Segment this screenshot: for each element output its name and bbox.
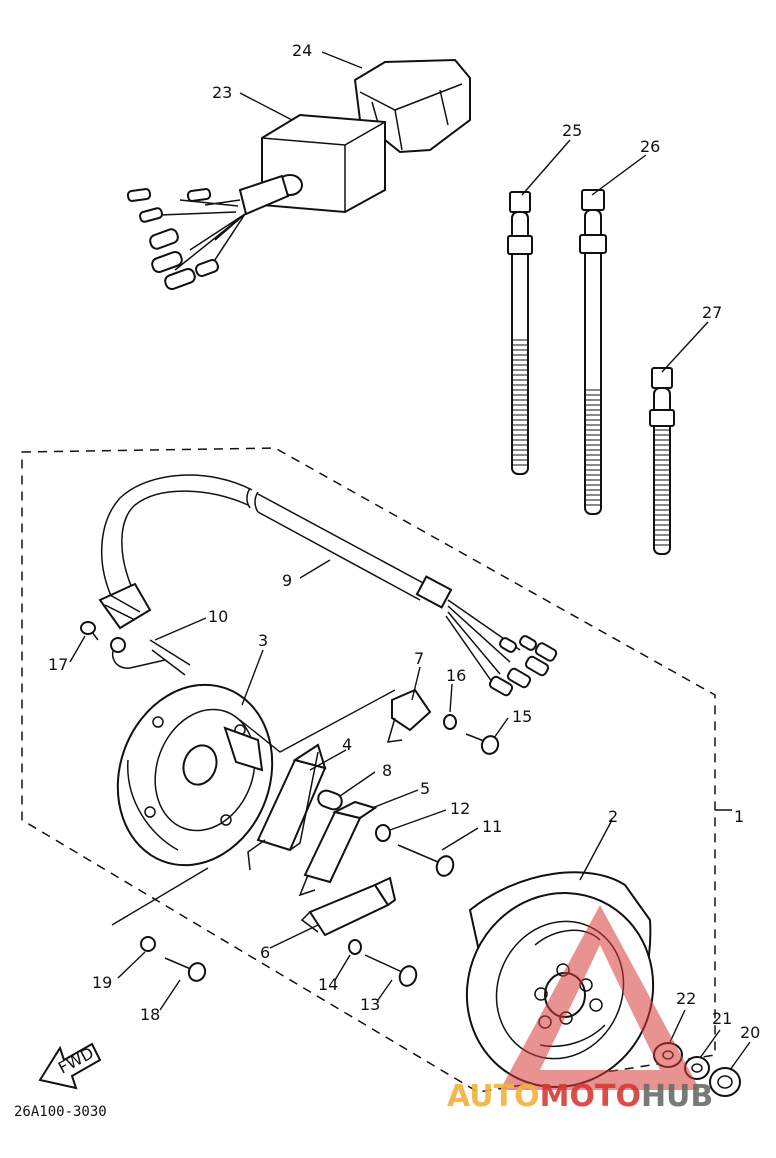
callout-15: 15 (512, 707, 532, 726)
watermark-auto: AUTO (447, 1079, 540, 1114)
callout-8: 8 (382, 761, 392, 780)
part-4-source-coil (247, 743, 327, 871)
part-6-lighting-coil (300, 876, 397, 937)
part-19-washer (140, 936, 156, 952)
part-25-cable-tie (507, 191, 533, 475)
assembly-outline (21, 447, 716, 1093)
part-8-collar (317, 789, 343, 811)
watermark-logo-icon (500, 905, 700, 1090)
callout-25: 25 (562, 121, 582, 140)
part-27-cable-tie (649, 367, 675, 555)
callout-17: 17 (48, 655, 68, 674)
part-5-pickup-coil (298, 800, 378, 897)
callout-1: 1 (734, 807, 744, 826)
callout-16: 16 (446, 666, 466, 685)
callout-27: 27 (702, 303, 722, 322)
part-3-stator-plate (116, 683, 274, 867)
callout-18: 18 (140, 1005, 160, 1024)
part-14-washer (348, 939, 362, 955)
part-26-cable-tie (579, 189, 607, 515)
callout-10: 10 (208, 607, 228, 626)
part-18-screw (164, 957, 207, 982)
part-12-washer (375, 824, 391, 842)
part-9-wire-harness (98, 474, 558, 697)
svg-text:AUTOMOTOHUB: AUTOMOTOHUB (447, 1079, 713, 1114)
watermark-hub: HUB (641, 1079, 713, 1114)
callout-26: 26 (640, 137, 660, 156)
callout-7: 7 (414, 649, 424, 668)
callout-13: 13 (360, 995, 380, 1014)
part-16-washer (443, 714, 457, 730)
watermark-moto: MOTO (540, 1079, 641, 1114)
callout-14: 14 (318, 975, 338, 994)
callout-9: 9 (282, 571, 292, 590)
watermark: AUTOMOTOHUB (447, 905, 713, 1114)
callout-19: 19 (92, 973, 112, 992)
part-11-screw (397, 844, 455, 877)
callout-12: 12 (450, 799, 470, 818)
part-23-cdi-unit (126, 113, 386, 291)
callout-21: 21 (712, 1009, 732, 1028)
drawing-code: 26A100-3030 (14, 1104, 107, 1120)
callout-24: 24 (292, 41, 312, 60)
leader-lines (69, 51, 751, 1071)
part-20-nut (709, 1067, 741, 1097)
callout-labels: 24 23 25 26 27 9 10 17 3 7 16 15 4 8 5 1… (48, 41, 760, 1042)
callout-22: 22 (676, 989, 696, 1008)
callout-20: 20 (740, 1023, 760, 1042)
part-17-screw (80, 621, 99, 641)
callout-4: 4 (342, 735, 352, 754)
part-7-connector (386, 688, 432, 743)
callout-3: 3 (258, 631, 268, 650)
callout-23: 23 (212, 83, 232, 102)
callout-6: 6 (260, 943, 270, 962)
callout-2: 2 (608, 807, 618, 826)
part-10-clamp (110, 637, 191, 676)
callout-5: 5 (420, 779, 430, 798)
fwd-arrow-icon: FWD (38, 1042, 102, 1090)
callout-11: 11 (482, 817, 502, 836)
part-15-screw (465, 733, 500, 755)
part-13-screw (364, 954, 418, 987)
